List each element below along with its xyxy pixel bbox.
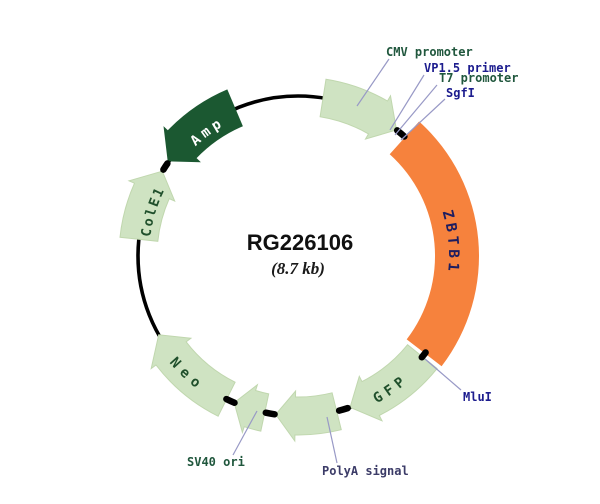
feature-arrow-sv40-ori (233, 383, 270, 435)
feature-arrow-amp (163, 89, 243, 163)
callout-line-polya-signal (326, 416, 338, 464)
feature-arrow-polya-signal (275, 389, 342, 443)
feature-arrow-zbtb1 (389, 121, 479, 367)
plasmid-size: (8.7 kb) (271, 259, 325, 278)
callout-label-cmv-promoter: CMV promoter (386, 45, 473, 59)
feature-arrow-neo (150, 334, 236, 417)
junction-tick (418, 349, 429, 361)
callout-line-sv40-ori (232, 410, 258, 456)
plasmid-title: RG226106 (247, 230, 353, 255)
callout-label-sgfi-site: SgfI (446, 86, 475, 100)
feature-arrow-cmv-promoter (319, 78, 398, 140)
callout-label-mlui-site: MluI (463, 390, 492, 404)
callout-label-vp15-primer: VP1.5 primer (424, 61, 511, 75)
callout-line-sgfi-site (400, 98, 446, 141)
junction-tick (262, 409, 278, 418)
callout-line-t7-promoter (394, 84, 438, 136)
callout-line-vp15-primer (389, 74, 425, 131)
junction-tick (335, 404, 351, 414)
callout-line-cmv-promoter (356, 58, 390, 107)
callout-label-t7-promoter: T7 promoter (439, 71, 518, 85)
junction-tick (160, 160, 171, 173)
junction-tick (223, 395, 238, 407)
callout-lines-group (232, 58, 462, 464)
callout-label-sv40-ori: SV40 ori (187, 455, 245, 469)
feature-arrows-group (119, 78, 479, 443)
callout-line-mlui-site (424, 358, 462, 391)
callout-label-polya-signal: PolyA signal (322, 464, 409, 478)
